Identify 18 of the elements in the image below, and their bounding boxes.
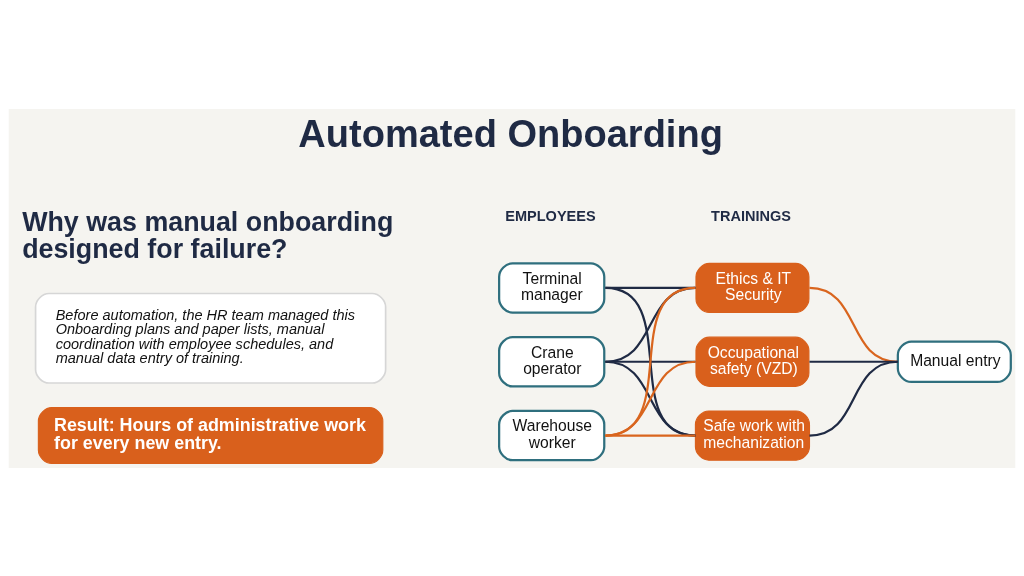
label: TRAININGS (711, 207, 791, 224)
connector (809, 360, 898, 437)
node-box: Terminal manager (498, 261, 606, 314)
connector (605, 286, 696, 437)
connector (809, 286, 898, 363)
node-box: Occupational safety (VZD) (695, 336, 810, 387)
label: EMPLOYEES (505, 207, 596, 224)
node-box: Crane operator (498, 335, 606, 387)
node-box: Result: Hours of administrative work for every new entry. (37, 406, 384, 464)
node-box: Manual entry (896, 340, 1012, 383)
node-box: Before automation, the HR team managed this Onboarding plans and paper lists, manual coordination with employee schedules, and manual data entry of training. (34, 292, 387, 384)
node-box: Safe work with mechanization (694, 409, 811, 461)
connector (605, 360, 696, 437)
node-box: Warehouse worker (498, 409, 606, 461)
connector (605, 433, 696, 437)
label: Why was manual onboarding designed for failure? (22, 206, 394, 264)
diagram-title: Automated Onboarding (298, 112, 723, 155)
node-box: Ethics & IT Security (695, 262, 810, 313)
